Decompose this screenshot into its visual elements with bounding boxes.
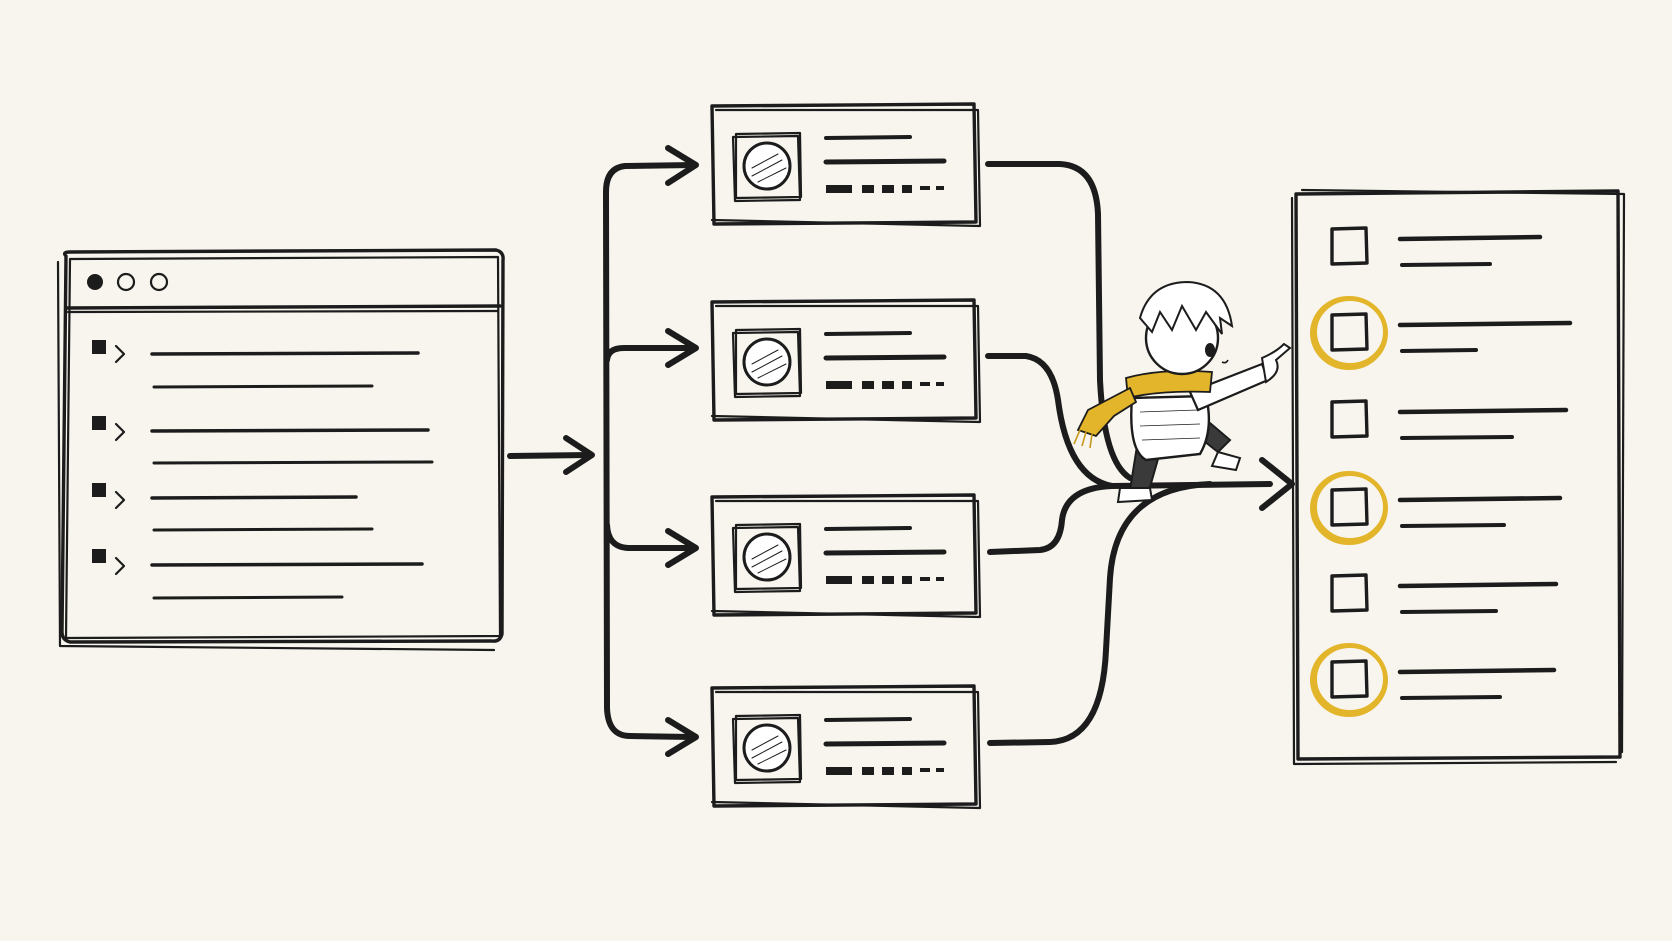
checklist-items: [1310, 226, 1573, 717]
checklist-item: [1310, 471, 1563, 545]
checklist-item: [1310, 643, 1557, 717]
progress-dashes: [826, 185, 944, 193]
option-card: [710, 102, 982, 228]
option-card: [710, 298, 982, 424]
window-maximize-dot[interactable]: [149, 272, 169, 292]
card-stack: [710, 102, 982, 810]
window-close-dot[interactable]: [87, 274, 103, 290]
source-list-row: [92, 340, 420, 389]
option-card: [710, 684, 982, 810]
branch-connectors: [603, 145, 699, 757]
progress-dashes: [826, 381, 944, 389]
checkbox[interactable]: [1330, 226, 1369, 266]
progress-dashes: [826, 767, 944, 775]
checkbox[interactable]: [1330, 312, 1369, 352]
source-list-row: [92, 549, 424, 600]
checklist-item: [1330, 226, 1543, 267]
circle-avatar-icon: [742, 723, 792, 773]
checkbox[interactable]: [1330, 487, 1369, 527]
option-card: [710, 493, 982, 619]
progress-dashes: [826, 576, 944, 584]
source-arrow: [507, 435, 595, 475]
checkbox[interactable]: [1330, 573, 1369, 613]
source-list-row: [92, 483, 374, 532]
checklist-item: [1310, 296, 1573, 370]
checkbox[interactable]: [1330, 659, 1369, 699]
circle-avatar-icon: [742, 141, 792, 191]
checkbox[interactable]: [1330, 399, 1369, 439]
circle-avatar-icon: [742, 532, 792, 582]
pointing-child-with-scarf-icon: [1073, 280, 1292, 504]
result-checklist: [1290, 188, 1626, 766]
checklist-item: [1330, 399, 1569, 440]
window-minimize-dot[interactable]: [116, 272, 136, 292]
source-window: [56, 248, 505, 652]
source-list-row: [92, 416, 434, 465]
circle-avatar-icon: [742, 337, 792, 387]
checklist-item: [1330, 573, 1559, 614]
